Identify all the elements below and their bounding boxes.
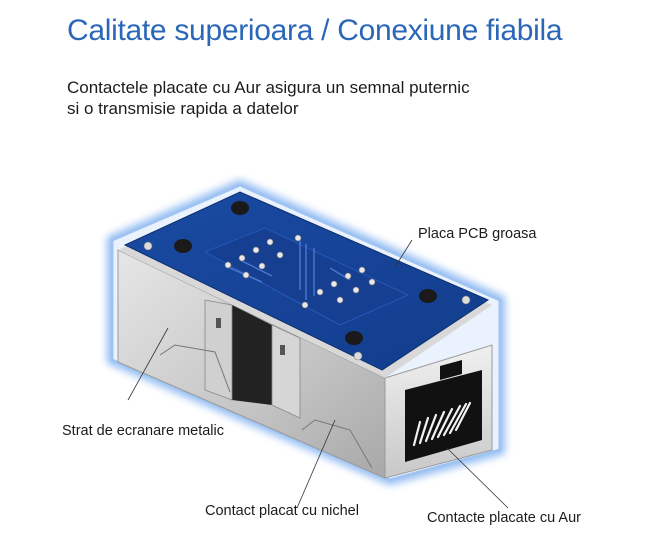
callout-lines bbox=[127, 239, 509, 509]
subtitle-line-2: si o transmisie rapida a datelor bbox=[67, 99, 299, 118]
front-face bbox=[384, 344, 493, 479]
subtitle: Contactele placate cu Aur asigura un sem… bbox=[67, 77, 470, 119]
pcb-board bbox=[118, 191, 492, 378]
rj45-port-icon bbox=[405, 370, 482, 462]
callout-shield: Strat de ecranare metalic bbox=[62, 423, 224, 439]
subtitle-line-1: Contactele placate cu Aur asigura un sem… bbox=[67, 78, 470, 97]
gold-contacts bbox=[412, 401, 472, 447]
page-title: Calitate superioara / Conexiune fiabila bbox=[67, 14, 563, 47]
callout-gold: Contacte placate cu Aur bbox=[427, 510, 581, 526]
callout-pcb: Placa PCB groasa bbox=[418, 226, 537, 242]
callout-nickel: Contact placat cu nichel bbox=[205, 503, 359, 519]
